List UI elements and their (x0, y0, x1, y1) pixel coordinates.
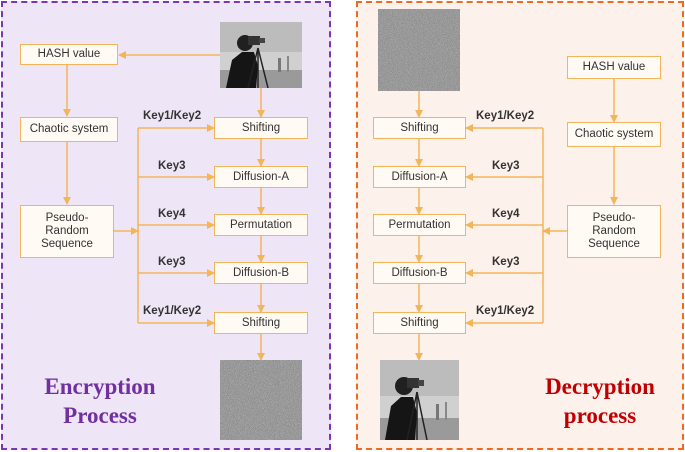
dec-key-label: Key3 (492, 160, 520, 172)
dec-shifting-2-box: Shifting (373, 312, 466, 334)
enc-permutation-box: Permutation (214, 214, 308, 236)
decryption-process-title: Decryption process (545, 374, 655, 428)
enc-chaotic-system-box: Chaotic system (20, 117, 118, 142)
dec-key-label: Key1/Key2 (476, 305, 535, 317)
enc-key-label: Key1/Key2 (143, 305, 202, 317)
dec-shifting-1-box: Shifting (373, 117, 466, 139)
enc-diffusion-a-box: Diffusion-A (214, 166, 308, 188)
dec-diffusion-a-box: Diffusion-A (373, 166, 466, 188)
enc-shifting-1-box: Shifting (214, 117, 308, 139)
enc-key-label: Key3 (158, 256, 186, 268)
dec-diffusion-b-box: Diffusion-B (373, 262, 466, 284)
dec-key-label: Key4 (492, 208, 520, 220)
enc-diffusion-b-box: Diffusion-B (214, 262, 308, 284)
dec-permutation-box: Permutation (373, 214, 466, 236)
dec-key-label: Key3 (492, 256, 520, 268)
cipher-image-noise (220, 360, 302, 440)
plain-image-cameraman (220, 22, 302, 88)
dec-key-label: Key1/Key2 (476, 110, 535, 122)
enc-hash-value-box: HASH value (20, 44, 118, 65)
enc-key-label: Key1/Key2 (143, 110, 202, 122)
enc-pseudo-random-sequence-box: Pseudo- Random Sequence (20, 205, 114, 258)
dec-pseudo-random-sequence-box: Pseudo- Random Sequence (567, 205, 661, 258)
enc-key-label: Key3 (158, 160, 186, 172)
enc-shifting-2-box: Shifting (214, 312, 308, 334)
decrypted-image-cameraman (380, 360, 459, 440)
dec-chaotic-system-box: Chaotic system (567, 122, 661, 147)
dec-hash-value-box: HASH value (567, 56, 661, 79)
cipher-image-noise-input (378, 9, 460, 91)
encryption-process-title: Encryption Process (44, 374, 156, 428)
enc-key-label: Key4 (158, 208, 186, 220)
